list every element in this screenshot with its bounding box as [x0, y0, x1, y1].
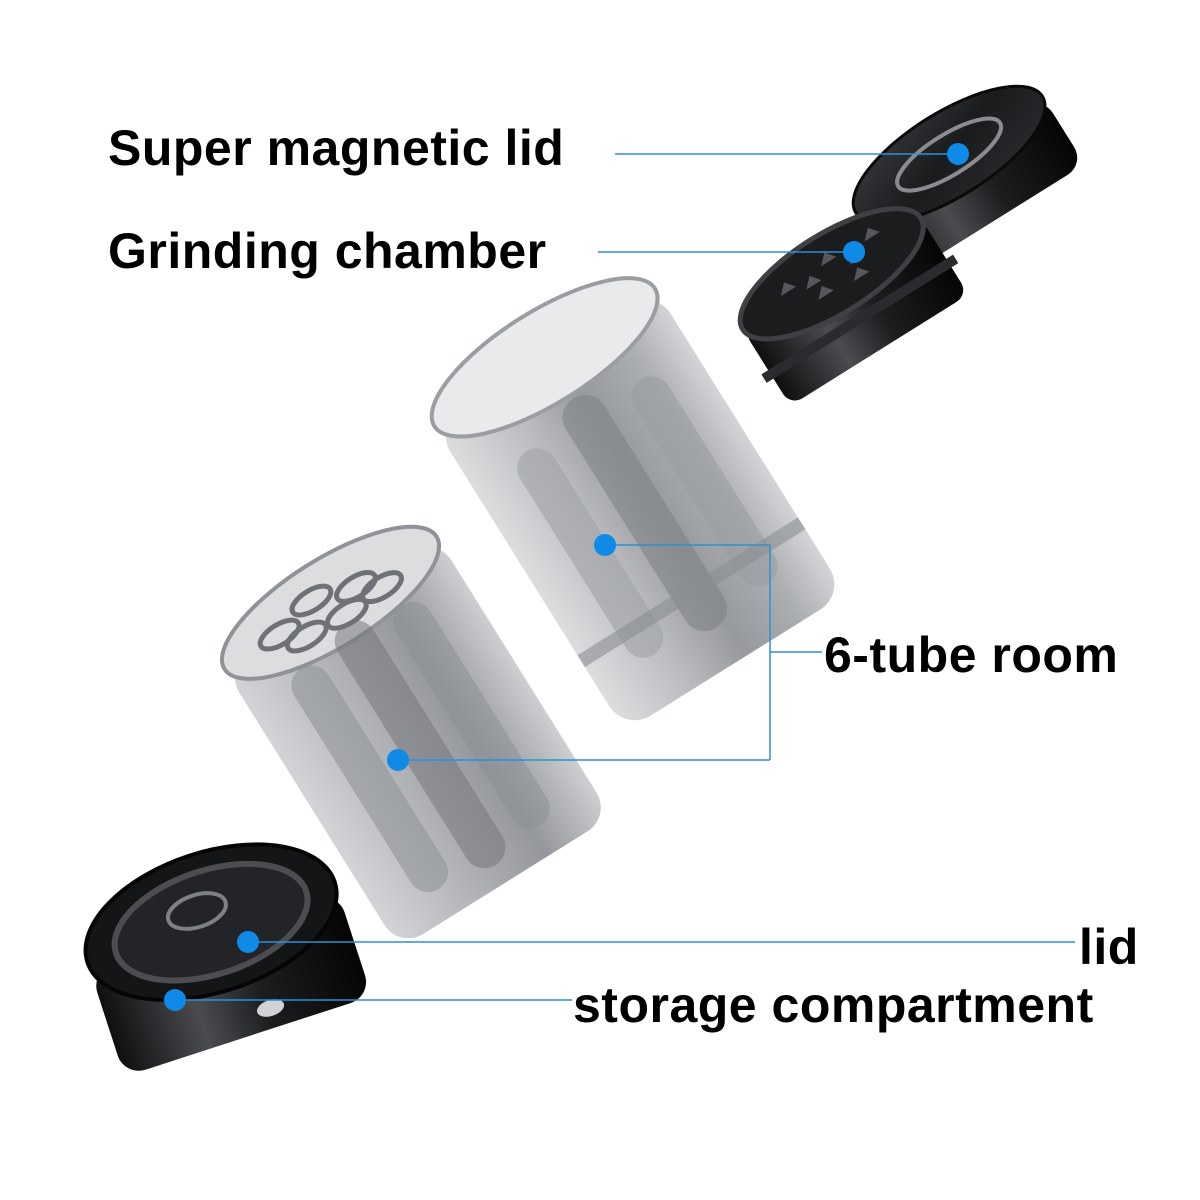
upper-inner-tube-3 — [631, 376, 778, 587]
label-six-tube-room: 6-tube room — [824, 627, 1119, 683]
callout-dot-grinding-chamber — [843, 241, 865, 263]
storage-clip — [165, 891, 228, 931]
label-storage-compartment: storage compartment — [573, 977, 1094, 1033]
lower-tube-chamber — [219, 524, 601, 939]
grinding-chamber-ring — [761, 254, 959, 383]
label-lid: lid — [1079, 919, 1139, 975]
callout-dot-storage — [164, 989, 186, 1011]
upper-chamber-rim — [429, 276, 660, 439]
grinding-chamber-top — [737, 206, 926, 342]
upper-inner-tube-2 — [562, 394, 728, 632]
storage-magnet — [256, 999, 285, 1017]
lower-inner-tube-1 — [291, 665, 449, 893]
tube-openings — [257, 569, 404, 654]
callout-dot-tube-lower — [387, 749, 409, 771]
lower-inner-tube-3 — [393, 601, 550, 829]
callout-dot-magnetic-lid — [947, 143, 969, 165]
lower-inner-tube-2 — [334, 620, 506, 869]
upper-inner-tube-1 — [517, 448, 664, 658]
callout-dot-lid — [237, 931, 259, 953]
callout-dot-tube-upper — [594, 534, 616, 556]
grinding-chamber-part — [737, 206, 964, 401]
callout-lines — [175, 153, 1075, 1001]
upper-chamber-band — [577, 517, 806, 668]
callout-dots — [164, 143, 969, 1011]
label-super-magnetic-lid: Super magnetic lid — [108, 120, 565, 176]
upper-tube-chamber — [429, 276, 835, 721]
storage-compartment-part — [83, 842, 367, 1071]
label-grinding-chamber: Grinding chamber — [108, 223, 547, 279]
magnetic-lid-highlight — [895, 116, 1004, 193]
